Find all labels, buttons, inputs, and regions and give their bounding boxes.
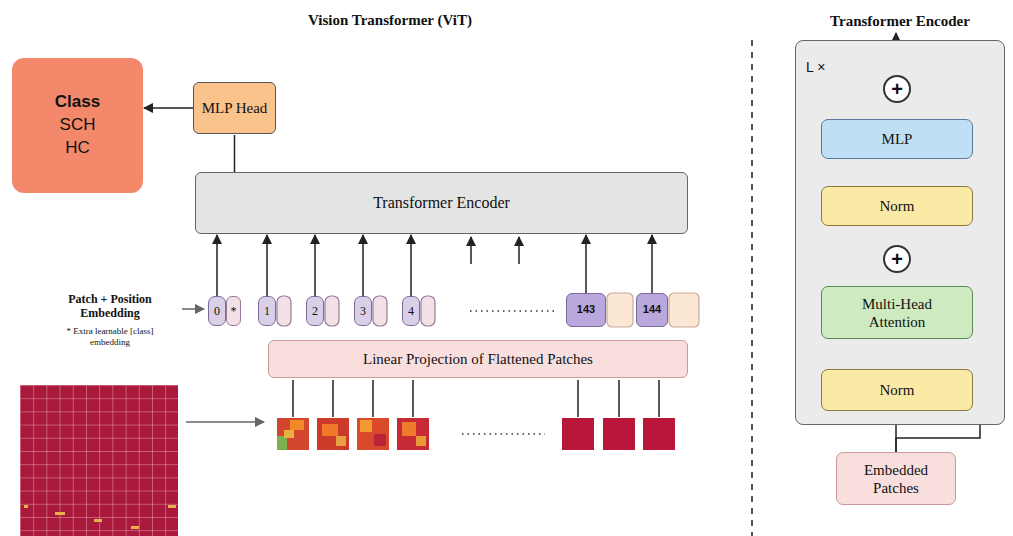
- attention-box: Multi-Head Attention: [821, 286, 973, 339]
- add-circle: +: [883, 245, 911, 273]
- ellipsis-dots: [470, 310, 555, 312]
- node-text: *: [231, 304, 237, 318]
- node-text: Linear Projection of Flattened Patches: [363, 350, 593, 368]
- node-text: +: [891, 249, 903, 269]
- node-text: 0: [214, 304, 220, 318]
- position-index: 0: [208, 296, 226, 326]
- position-index: 1: [258, 296, 276, 326]
- class-output: ClassSCH HC: [12, 58, 143, 193]
- mlp-head-box: MLP Head: [193, 82, 276, 134]
- separator-line: [751, 40, 753, 536]
- embedding-boxes: [607, 293, 699, 327]
- connector-arrow: [314, 235, 316, 296]
- patch-feed-lines: [293, 380, 659, 417]
- norm-box: Norm: [821, 369, 973, 411]
- connector-arrow: [266, 235, 268, 296]
- node-text: MLP: [882, 130, 913, 148]
- image-texture: [24, 505, 176, 529]
- norm-box: Norm: [821, 186, 973, 226]
- encoder-box: Transformer Encoder: [195, 172, 688, 234]
- node-text: Multi-Head Attention: [852, 295, 942, 331]
- node-text: MLP Head: [202, 99, 268, 117]
- section-title: Transformer Encoder: [795, 12, 1005, 30]
- connector-arrow: [144, 107, 193, 109]
- pointer-arrow: [182, 308, 204, 310]
- add-circle: +: [883, 75, 911, 103]
- connector-arrow: [362, 235, 364, 296]
- node-text: 3: [360, 304, 366, 318]
- node-text: Embedded Patches: [851, 461, 941, 497]
- position-index: 2: [306, 296, 324, 326]
- split-arrow: [186, 421, 264, 423]
- node-text: Norm: [880, 381, 915, 399]
- position-index: 4: [402, 296, 420, 326]
- node-text: Transformer Encoder: [373, 193, 510, 212]
- projection-box: Linear Projection of Flattened Patches: [268, 340, 688, 378]
- node-text: Class: [55, 91, 100, 114]
- image-patches: [277, 418, 675, 450]
- encoder-block: L ×+MLPNorm+Multi-Head AttentionNorm: [795, 40, 1005, 425]
- diagram-title: Vision Transformer (ViT): [180, 12, 600, 29]
- embedding-boxes: [277, 296, 435, 326]
- ellipsis-dots: [462, 433, 545, 435]
- input-box: Embedded Patches: [836, 452, 956, 505]
- connector-arrow: [234, 135, 236, 172]
- connector-arrow: [410, 235, 412, 296]
- class-embedding: *: [226, 296, 241, 326]
- connector-arrow: [216, 235, 218, 296]
- node-text: SCH HC: [60, 114, 96, 160]
- footnote: * Extra learnable [class] embedding: [55, 326, 165, 348]
- position-index: 3: [354, 296, 372, 326]
- annotation: Patch + Position Embedding: [40, 292, 180, 321]
- input-image-grid: [20, 385, 178, 536]
- mlp-box: MLP: [821, 119, 973, 159]
- node-text: 2: [312, 304, 318, 318]
- node-text: +: [891, 79, 903, 99]
- node-text: L ×: [806, 59, 825, 76]
- node-text: 1: [264, 304, 270, 318]
- connector-arrow: [585, 235, 587, 293]
- token-arrows: [471, 237, 519, 264]
- node-text: 144: [643, 303, 661, 316]
- node-text: 143: [577, 303, 595, 316]
- node-text: 4: [408, 304, 414, 318]
- position-index: 143: [566, 293, 606, 327]
- position-index: 144: [636, 293, 668, 327]
- node-text: Norm: [880, 197, 915, 215]
- connector-arrow: [651, 235, 653, 293]
